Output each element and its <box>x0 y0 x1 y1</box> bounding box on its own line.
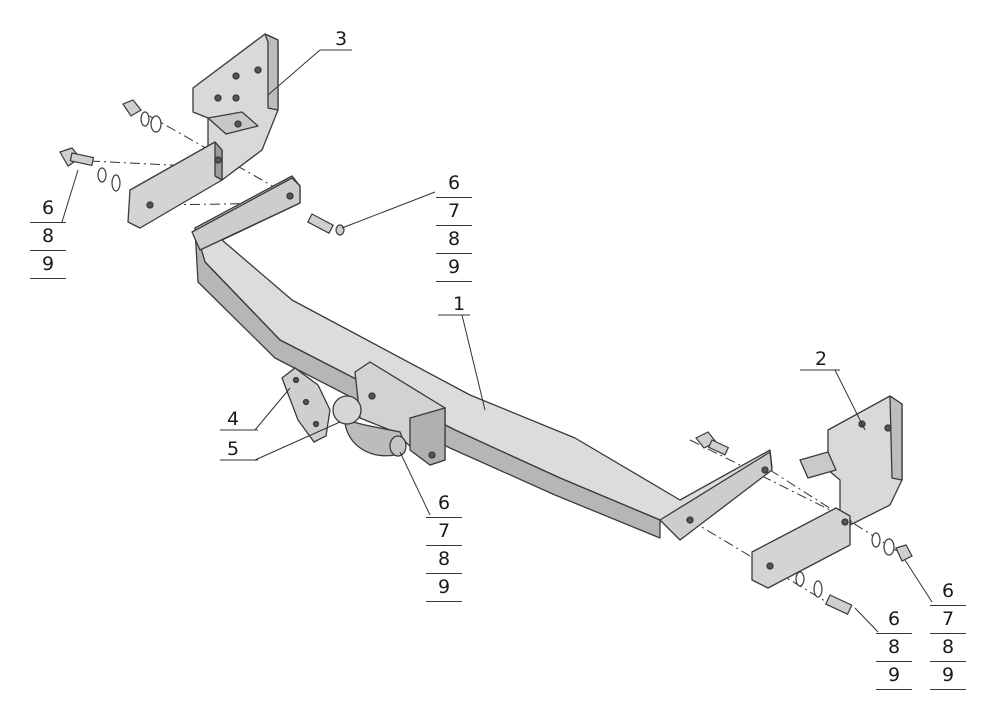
stack-cell: 6 <box>426 490 462 518</box>
callout-tow-ball: 5 <box>226 438 240 460</box>
callout-ball-plate: 4 <box>226 408 240 430</box>
stack-cell: 9 <box>426 574 462 602</box>
stack-cell: 8 <box>930 634 966 662</box>
right-bolt-set <box>695 431 913 616</box>
stack-cell: 8 <box>426 546 462 574</box>
callout-left-bracket: 3 <box>334 28 348 50</box>
fastener-stack-upper-left: 6 8 9 <box>30 195 66 279</box>
stack-cell: 8 <box>436 226 472 254</box>
left-bolt-set <box>59 99 162 192</box>
stack-cell: 7 <box>930 606 966 634</box>
stack-cell: 6 <box>876 606 912 634</box>
callout-main-beam: 1 <box>452 293 466 315</box>
fastener-stack-ball-mount: 6 7 8 9 <box>426 490 462 602</box>
ball-mount-bracket <box>354 361 446 466</box>
leader-lines <box>61 49 933 633</box>
stack-cell: 6 <box>30 195 66 223</box>
fastener-stack-lower-right-bolt: 6 8 9 <box>876 606 912 690</box>
right-vehicle-bracket <box>751 395 903 589</box>
stack-cell: 8 <box>30 223 66 251</box>
main-crossbeam <box>191 175 773 541</box>
tow-ball <box>332 395 407 457</box>
stack-cell: 6 <box>436 170 472 198</box>
ball-plate <box>281 367 331 443</box>
center-bolt <box>306 213 345 236</box>
stack-cell: 9 <box>876 662 912 690</box>
stack-cell: 6 <box>930 578 966 606</box>
callout-right-bracket: 2 <box>814 348 828 370</box>
fastener-stack-upper-center: 6 7 8 9 <box>436 170 472 282</box>
left-vehicle-bracket <box>127 33 279 229</box>
fastener-stack-far-right-nut: 6 7 8 9 <box>930 578 966 690</box>
stack-cell: 9 <box>930 662 966 690</box>
stack-cell: 9 <box>30 251 66 279</box>
stack-cell: 7 <box>426 518 462 546</box>
stack-cell: 7 <box>436 198 472 226</box>
stack-cell: 9 <box>436 254 472 282</box>
stack-cell: 8 <box>876 634 912 662</box>
